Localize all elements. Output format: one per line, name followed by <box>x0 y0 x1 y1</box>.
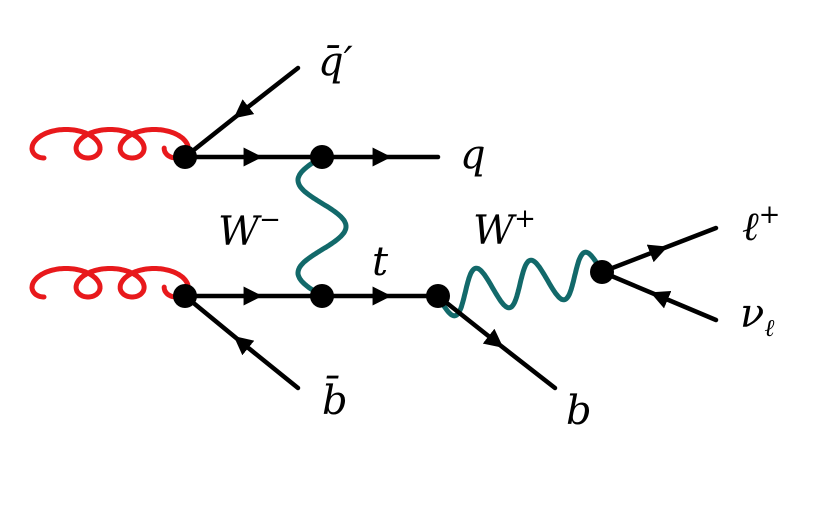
label-t: t <box>372 239 389 285</box>
label-w-plus-charge: + <box>514 204 536 234</box>
label-w-minus-charge: − <box>259 205 281 235</box>
vertex-top-decay <box>426 284 450 308</box>
fermion-line-neutrino <box>599 269 719 323</box>
fermion-line-bbar <box>182 293 301 391</box>
label-q: q <box>460 132 486 178</box>
label-w-minus-symbol: W <box>218 209 262 255</box>
label-qbar-prime: q̄′ <box>318 39 353 85</box>
w-plus-propagator <box>435 249 605 319</box>
label-neutrino-symbol: ν <box>740 291 764 337</box>
label-neutrino-flavor: ℓ <box>764 314 774 342</box>
label-neutrino: νℓ <box>740 291 774 342</box>
vertex-top-middle <box>310 145 334 169</box>
fermion-line-qbar-prime <box>182 65 301 160</box>
label-w-plus: W+ <box>473 204 536 254</box>
label-lepton-symbol: ℓ <box>742 204 759 250</box>
gluon-line-bottom <box>29 266 191 300</box>
vertex-bottom-middle <box>310 284 334 308</box>
label-lepton: ℓ+ <box>742 200 780 250</box>
label-lepton-charge: + <box>759 200 781 230</box>
label-w-minus: W− <box>218 205 281 255</box>
fermion-line-b <box>435 293 558 391</box>
vertex-bottom-left <box>173 284 197 308</box>
fermion-line-lepton <box>599 225 719 275</box>
label-b: b <box>566 388 592 434</box>
vertex-w-decay <box>590 260 614 284</box>
label-w-plus-symbol: W <box>473 208 517 254</box>
vertex-top-left <box>173 145 197 169</box>
gluon-line-top <box>29 127 191 161</box>
w-minus-propagator <box>295 154 349 299</box>
label-bbar: b̄ <box>322 375 348 424</box>
